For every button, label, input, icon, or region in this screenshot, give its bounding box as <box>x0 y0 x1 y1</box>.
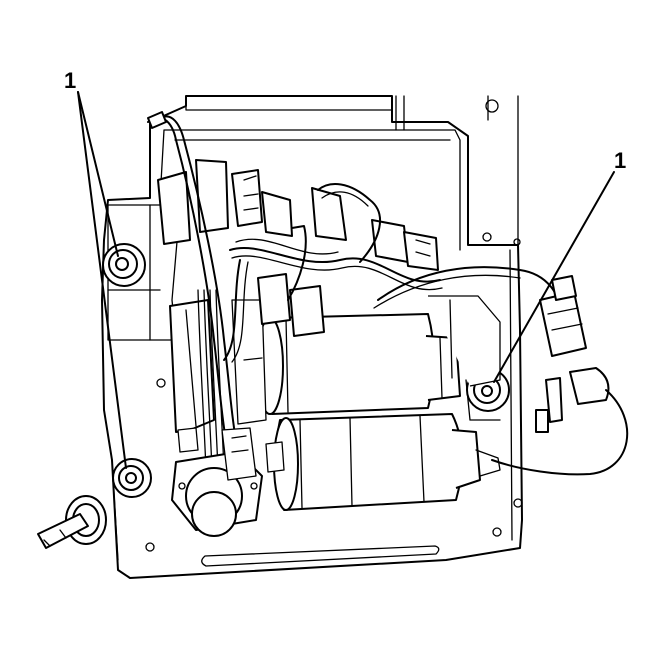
mounting-bolt-lower-left <box>112 458 152 498</box>
pigtail-wires <box>197 289 225 471</box>
right-side-connector <box>491 275 629 476</box>
fitting-left <box>177 427 285 473</box>
callout-label-1-left: 1 <box>64 68 77 93</box>
round-electrical-connector <box>171 427 263 537</box>
mounting-bolt-upper-left <box>102 243 146 287</box>
compressor-motor-cylinder <box>256 295 501 415</box>
callout-label-1-right: 1 <box>614 148 627 173</box>
harness-grommet-plug <box>37 495 107 549</box>
callout-leader-lines <box>77 91 615 469</box>
compressor-lower-cylinder <box>273 413 501 511</box>
harness-connectors-top <box>157 159 439 337</box>
